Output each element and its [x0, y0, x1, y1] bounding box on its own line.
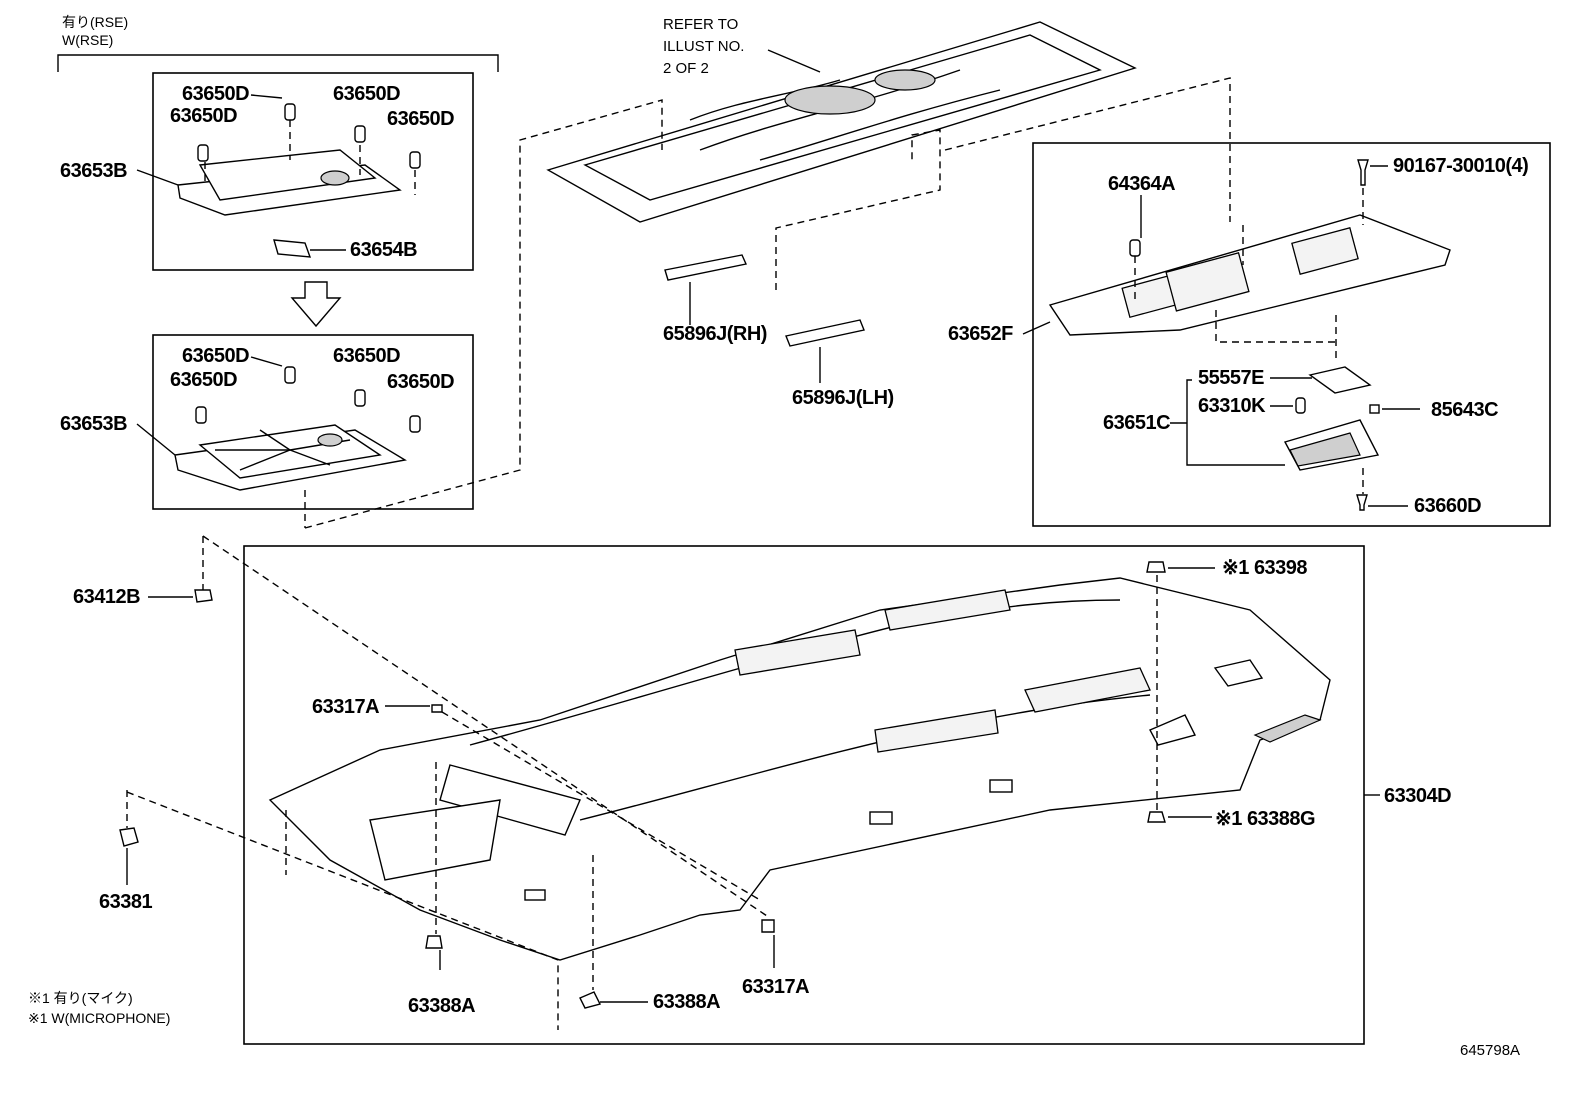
rail-rh [664, 254, 747, 325]
part-label-63652F[interactable]: 63652F [948, 323, 1013, 345]
part-label-63653B[interactable]: 63653B [60, 413, 128, 435]
part-label-63650D[interactable]: 63650D [333, 83, 401, 105]
part-label-63653B[interactable]: 63653B [60, 160, 128, 182]
rse-panel-bottom-drawing [136, 356, 421, 491]
rse-note-en: W(RSE) [62, 32, 114, 48]
part-label-63650D[interactable]: 63650D [387, 371, 455, 393]
refer-note-line1: REFER TO [663, 16, 739, 33]
down-arrow-icon [290, 281, 342, 328]
footnote-en: ※1 W(MICROPHONE) [28, 1010, 171, 1026]
part-label-63650D[interactable]: 63650D [170, 105, 238, 127]
part-label-63650D[interactable]: 63650D [182, 345, 250, 367]
part-label-63412B[interactable]: 63412B [73, 586, 141, 608]
refer-note-line2: ILLUST NO. [663, 38, 745, 55]
footnote-jp: ※1 有り(マイク) [28, 990, 133, 1006]
part-label-63317A[interactable]: 63317A [312, 696, 380, 718]
part-label-63654B[interactable]: 63654B [350, 239, 418, 261]
part-label-63651C[interactable]: 63651C [1103, 412, 1171, 434]
illustration-number: 645798A [1460, 1042, 1521, 1059]
rail-lh [785, 319, 865, 383]
roof-frame-drawing [546, 21, 1137, 223]
part-label-63388A[interactable]: 63388A [408, 995, 476, 1017]
headliner-drawing [119, 535, 1380, 1030]
part-label-63650D[interactable]: 63650D [387, 108, 455, 130]
rse-bracket [57, 54, 499, 72]
part-label-63388G[interactable]: ※1 63388G [1215, 808, 1316, 830]
part-label-63650D[interactable]: 63650D [170, 369, 238, 391]
inset-box-rse-top [152, 72, 474, 271]
part-label-63304D[interactable]: 63304D [1384, 785, 1452, 807]
refer-note-line3: 2 OF 2 [663, 60, 709, 77]
rse-panel-top-drawing [136, 94, 421, 258]
part-label-65896J-lh[interactable]: 65896J(LH) [792, 387, 894, 409]
part-label-85643C[interactable]: 85643C [1431, 399, 1499, 421]
part-label-55557E[interactable]: 55557E [1198, 367, 1264, 389]
part-label-64364A[interactable]: 64364A [1108, 173, 1176, 195]
part-label-63317A[interactable]: 63317A [742, 976, 810, 998]
part-label-63388A[interactable]: 63388A [653, 991, 721, 1013]
inset-box-rse-bottom [152, 334, 474, 510]
overhead-console-drawing [1022, 159, 1451, 511]
part-label-63381[interactable]: 63381 [99, 891, 153, 913]
rse-note-jp: 有り(RSE) [62, 14, 129, 30]
part-label-63650D[interactable]: 63650D [182, 83, 250, 105]
part-label-90167-30010[interactable]: 90167-30010(4) [1393, 155, 1529, 177]
part-label-63310K[interactable]: 63310K [1198, 395, 1266, 417]
part-label-63398[interactable]: ※1 63398 [1222, 557, 1308, 579]
inset-box-console [1032, 142, 1551, 527]
part-label-65896J-rh[interactable]: 65896J(RH) [663, 323, 767, 345]
part-label-63650D[interactable]: 63650D [333, 345, 401, 367]
part-label-63660D[interactable]: 63660D [1414, 495, 1482, 517]
